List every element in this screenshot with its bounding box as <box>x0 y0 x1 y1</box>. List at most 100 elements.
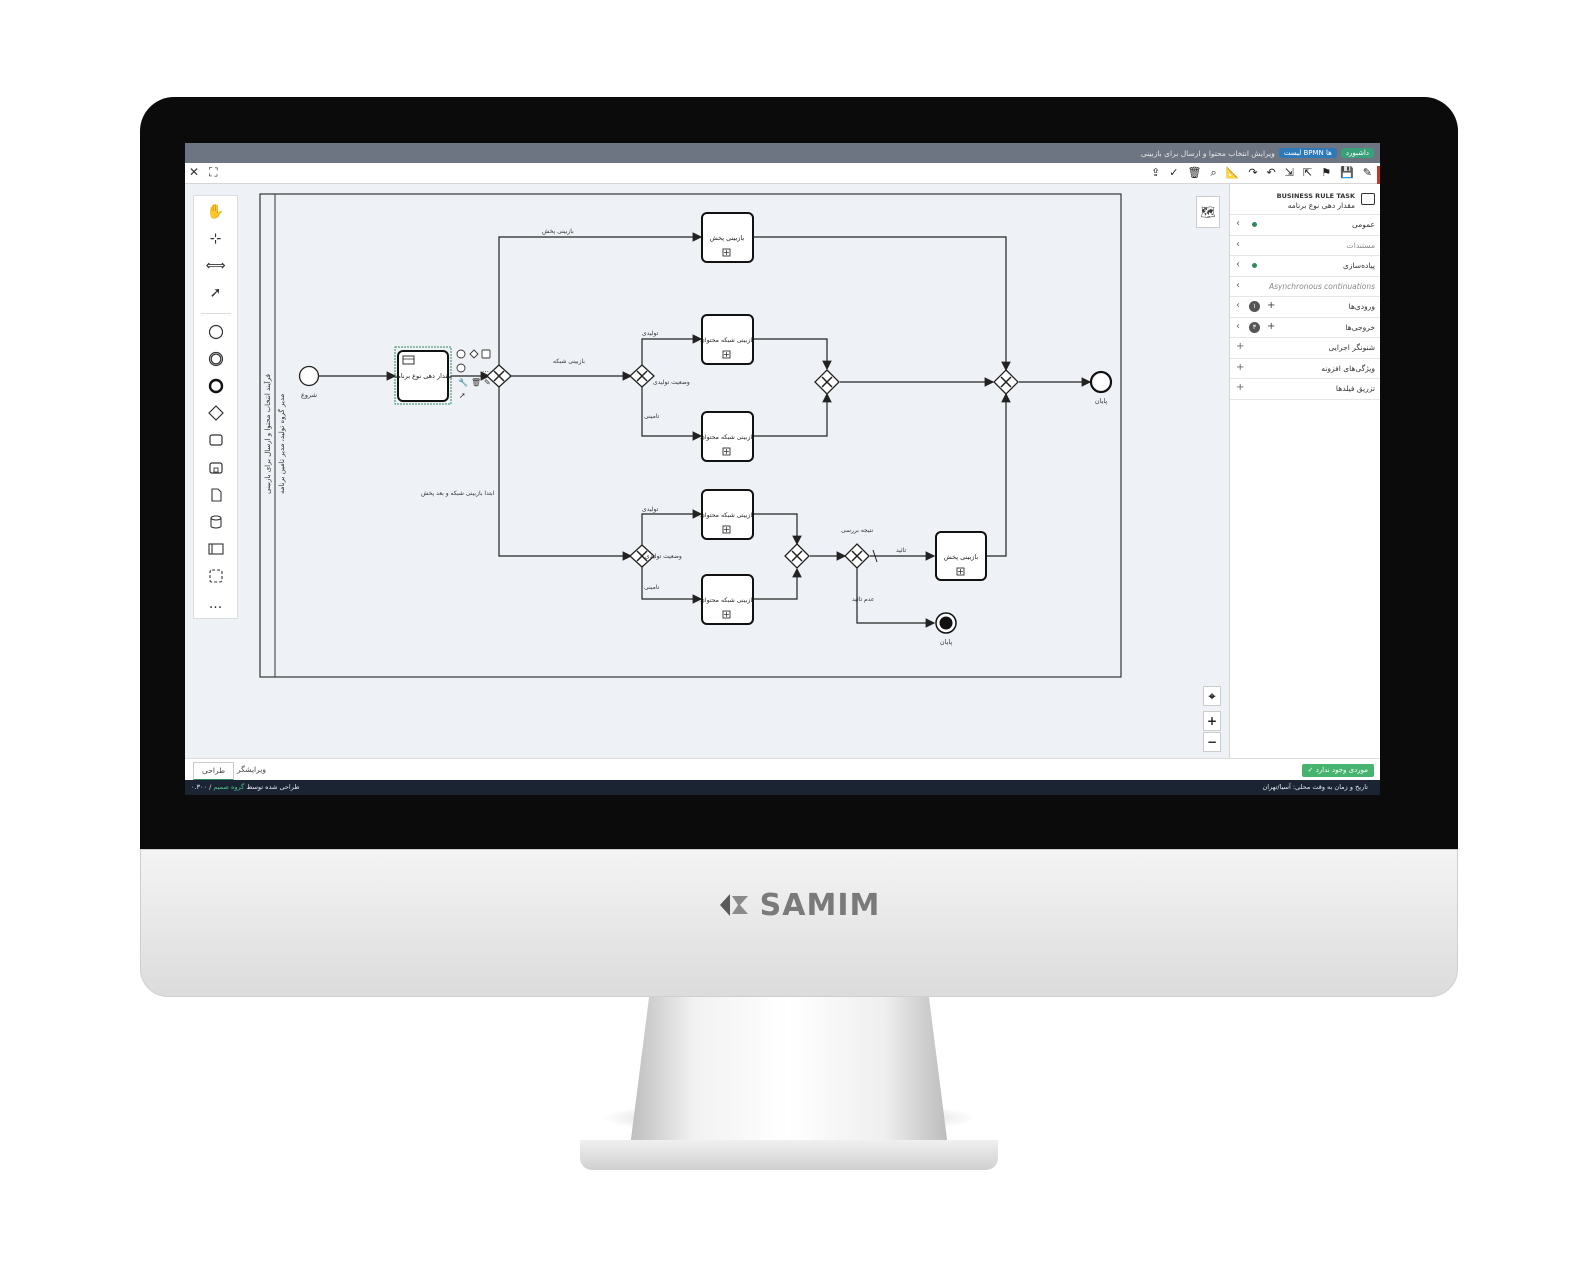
pool-icon[interactable] <box>203 536 229 561</box>
monitor-stand-base <box>580 1140 998 1170</box>
context-pad[interactable]: … 🔧 🗑 ✎ ➚ <box>456 349 491 400</box>
flow-label: تولیدی <box>642 330 659 337</box>
version-label: / ۰.۳۰۰ <box>191 783 212 791</box>
task-review-network-3[interactable] <box>701 489 754 540</box>
flow-label: بازبینی شبکه <box>553 358 585 365</box>
deploy-icon[interactable]: ⚑ <box>1321 166 1332 179</box>
flow-label: تائید <box>896 547 906 554</box>
chevron-icon: ‹ <box>1236 218 1240 229</box>
section-label: Asynchronous continuations <box>1268 281 1375 291</box>
gateway-review-result[interactable] <box>844 543 870 569</box>
plus-icon[interactable]: + <box>1236 382 1245 393</box>
add-output-icon[interactable]: + <box>1267 320 1276 332</box>
save-icon[interactable]: 💾 <box>1340 166 1354 179</box>
section-field-injections[interactable]: +تزریق فیلدها <box>1230 379 1380 400</box>
chevron-icon: ‹ <box>1236 238 1240 250</box>
check-icon[interactable]: ✓ <box>1169 166 1179 179</box>
bpmn-canvas[interactable]: ✋ ⊹ ⟺ ➚ ... فرآین <box>185 184 1229 758</box>
more-icon[interactable]: ... <box>208 595 223 612</box>
status-dot <box>1252 263 1257 268</box>
brand-name: SAMIM <box>759 888 881 923</box>
chevron-icon: ‹ <box>1236 320 1240 332</box>
upload-icon[interactable]: ⇪ <box>1151 166 1161 179</box>
import-icon[interactable]: ⇲ <box>1284 166 1294 179</box>
status-dot <box>1252 222 1257 227</box>
redo-icon[interactable]: ↷ <box>1248 166 1258 179</box>
flow-label: تامینی <box>644 413 660 420</box>
connect-tool-icon[interactable]: ➚ <box>209 285 222 302</box>
gateway-split-lower[interactable] <box>629 544 655 568</box>
gateway-split-main[interactable] <box>486 364 512 388</box>
reset-view-icon[interactable]: ⌖ <box>1203 686 1221 706</box>
export-icon[interactable]: ⇱ <box>1302 166 1313 179</box>
section-general[interactable]: ‹عمومی <box>1230 215 1380 236</box>
tab-design[interactable]: طراحی <box>193 762 235 781</box>
plus-icon[interactable]: + <box>1236 361 1245 373</box>
pencil-icon[interactable]: ✎ <box>1362 166 1372 179</box>
data-store-icon[interactable] <box>203 509 229 534</box>
task-review-network-1[interactable] <box>701 314 754 365</box>
end-event-main[interactable] <box>1089 370 1113 394</box>
fullscreen-icon[interactable]: ⛶ <box>209 165 218 179</box>
section-label: شنونگر اجرایی <box>1328 343 1375 352</box>
search-icon[interactable]: ⌕ <box>1210 166 1217 179</box>
start-label: شروع <box>301 391 317 399</box>
tab-editor[interactable]: ویرایشگر <box>237 765 266 774</box>
zoom-in-icon[interactable]: + <box>1203 711 1221 731</box>
ruler-icon[interactable]: 📐 <box>1225 166 1240 179</box>
gateway-join-final[interactable] <box>993 369 1019 395</box>
gateway-icon[interactable] <box>203 400 229 425</box>
task-icon[interactable] <box>203 428 229 453</box>
start-event[interactable] <box>298 365 320 387</box>
gateway-split-upper[interactable] <box>629 364 655 388</box>
gateway-join-upper[interactable] <box>814 369 840 395</box>
section-outputs[interactable]: ‹۳+خروجی‌ها <box>1230 318 1380 338</box>
validation-status-button[interactable]: ✓ موردی وجود ندارد <box>1301 764 1374 777</box>
intermediate-event-icon[interactable] <box>203 346 229 371</box>
task-label: بازبینی شبکه محتوای <box>700 512 754 519</box>
section-implementation[interactable]: ‹پیاده‌سازی <box>1230 256 1380 277</box>
subprocess-icon[interactable] <box>203 455 229 480</box>
bottom-tabs: طراحی ویرایشگر ✓ موردی وجود ندارد <box>185 758 1380 781</box>
task-review-network-2[interactable] <box>701 411 754 462</box>
lasso-tool-icon[interactable]: ⊹ <box>209 230 222 247</box>
plus-icon[interactable]: + <box>1236 341 1245 352</box>
section-extension-properties[interactable]: +ویژگی‌های افزونه <box>1230 359 1380 379</box>
hand-tool-icon[interactable]: ✋ <box>206 203 225 220</box>
delete-icon[interactable]: 🗑 <box>1187 166 1202 179</box>
flow-label: تولیدی <box>642 506 659 513</box>
team-link[interactable]: گروه صمیم <box>213 783 245 791</box>
section-execution-listeners[interactable]: + شنونگر اجرایی <box>1230 338 1380 359</box>
breadcrumb-current: ویرایش انتخاب محتوا و ارسال برای بازبینی <box>1140 148 1275 158</box>
task-review-network-4[interactable] <box>701 574 754 625</box>
zoom-out-icon[interactable]: − <box>1203 732 1221 752</box>
section-inputs[interactable]: ‹۱+ورودی‌ها <box>1230 297 1380 318</box>
section-documentation[interactable]: ‹مستندات <box>1230 236 1380 256</box>
section-async-continuations[interactable]: ‹Asynchronous continuations <box>1230 277 1380 297</box>
space-tool-icon[interactable]: ⟺ <box>205 258 226 275</box>
breadcrumb-home[interactable]: داشبورد <box>1340 148 1374 158</box>
chevron-icon: ‹ <box>1236 259 1240 270</box>
add-input-icon[interactable]: + <box>1267 300 1276 311</box>
start-event-icon[interactable] <box>203 319 229 344</box>
task-review-broadcast-top[interactable] <box>701 212 754 263</box>
undo-icon[interactable]: ↶ <box>1266 166 1276 179</box>
minimap-toggle-icon[interactable]: 🗺 <box>1196 196 1220 228</box>
end-event-icon[interactable] <box>203 373 229 398</box>
data-object-icon[interactable] <box>203 482 229 507</box>
business-rule-task-label: مقدار دهی نوع برنامه <box>394 372 452 380</box>
group-icon[interactable] <box>203 564 229 589</box>
properties-panel: BUSINESS RULE TASK مقدار دهی نوع برنامه … <box>1229 184 1380 758</box>
flow-gw-to-first-network <box>498 386 633 561</box>
samim-logo-icon <box>719 894 748 916</box>
flow-label: عدم تائید <box>852 596 874 603</box>
gateway-join-lower[interactable] <box>784 543 810 569</box>
flow-label: وضعیت تولیدی <box>645 553 682 560</box>
palette-divider <box>200 312 231 314</box>
end-label: پایان <box>940 638 953 646</box>
close-icon[interactable]: ✕ <box>189 165 200 179</box>
task-label: بازبینی پخش <box>710 234 745 242</box>
breadcrumb-list[interactable]: لیست BPMN ها <box>1278 148 1337 158</box>
task-review-broadcast-bottom[interactable] <box>935 531 987 581</box>
task-label: بازبینی شبکه محتوای <box>700 597 754 604</box>
